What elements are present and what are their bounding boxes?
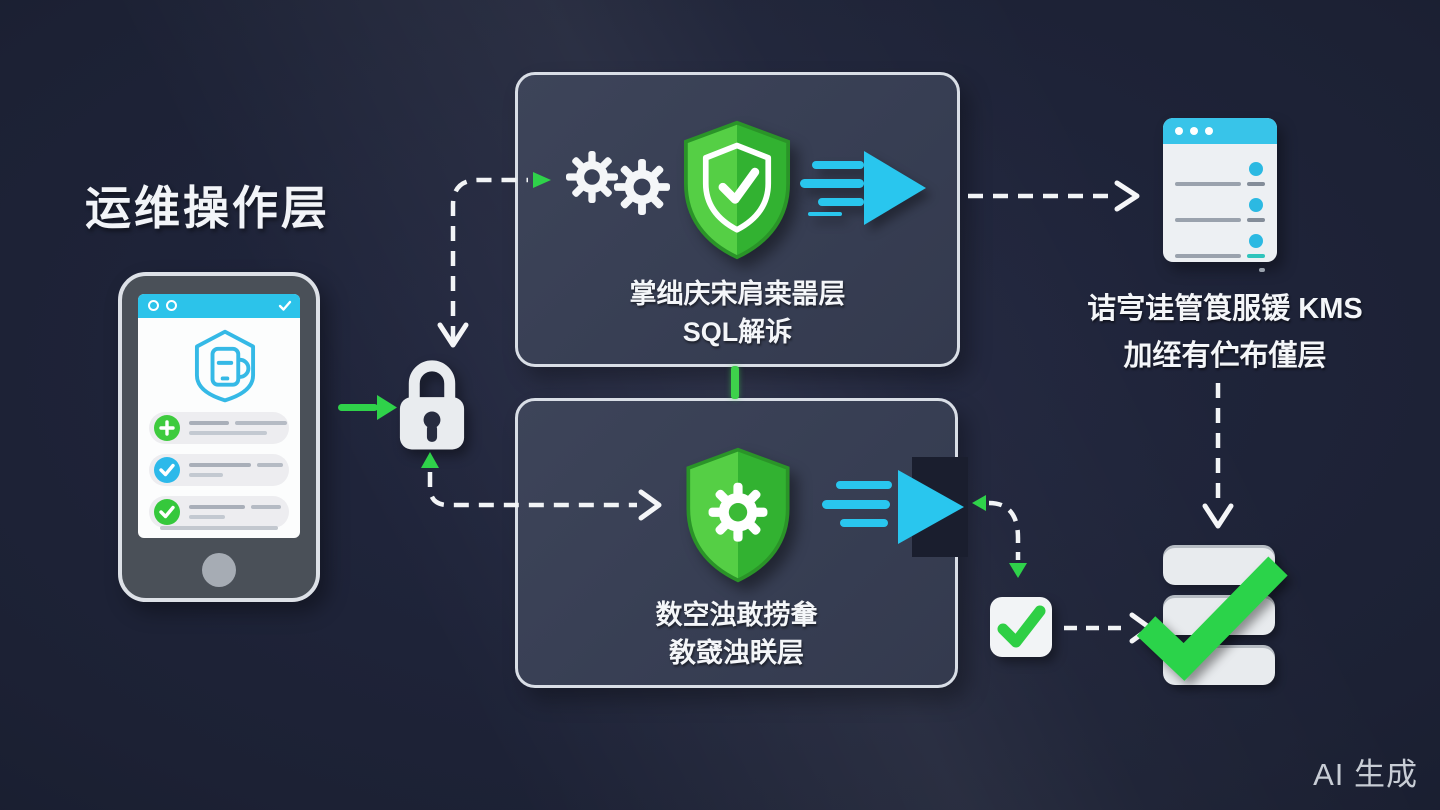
- shield-check-icon: [683, 120, 791, 260]
- arrowhead-right-icon: [638, 489, 662, 521]
- arrow-lock-bottom-panel: [421, 452, 662, 521]
- gear-icon: [614, 159, 670, 215]
- list-item: [149, 412, 289, 444]
- arrow-kms-to-database: [1202, 383, 1234, 529]
- phone-app-header: [138, 294, 300, 318]
- home-button-icon: [202, 553, 236, 587]
- kms-caption: 诘宆诖管筤服锾 KMS 加绖有伫布僅层: [1040, 286, 1410, 380]
- phone-screen: [138, 294, 300, 538]
- checkbox-icon: [990, 597, 1052, 657]
- text-line: [189, 505, 245, 509]
- kms-caption-line2: 加绖有伫布僅层: [1123, 340, 1327, 372]
- arrow-panel-to-kms: [968, 180, 1140, 212]
- list-item: [149, 454, 289, 486]
- shield-outline-icon: [194, 329, 256, 403]
- panel-caption-line2: 敎窢浊眹层: [669, 638, 804, 668]
- arrowhead-green-icon: [421, 452, 439, 468]
- panel-caption: 掌绌庆宋肩桒噐层 SQL解诉: [518, 275, 957, 351]
- data-masking-panel: 数空浊敢捞軬 敎窢浊眹层: [515, 398, 968, 688]
- list-item: [149, 496, 289, 528]
- panel-caption-line2: SQL解诉: [682, 317, 793, 347]
- text-line: [189, 421, 229, 425]
- speed-arrow-icon: [822, 457, 968, 557]
- text-line: [189, 463, 251, 467]
- check-icon: [278, 300, 292, 311]
- panel-caption-line1: 掌绌庆宋肩桒噐层: [629, 279, 846, 309]
- text-line: [235, 421, 287, 425]
- browser-window-icon: [1163, 118, 1277, 272]
- page-title: 运维操作层: [85, 182, 330, 234]
- text-line: [189, 431, 267, 435]
- big-check-icon: [1136, 556, 1288, 681]
- check-badge-cyan-icon: [154, 457, 180, 483]
- browser-header: [1163, 118, 1277, 144]
- phone-icon: [118, 272, 320, 602]
- plus-badge-icon: [154, 415, 180, 441]
- shield-gear-icon: [686, 447, 790, 583]
- text-line: [189, 473, 223, 477]
- arrow-phone-to-lock: [338, 395, 397, 420]
- speed-arrow-icon: [800, 151, 926, 225]
- kms-caption-line1: 诘宆诖管筤服锾 KMS: [1087, 293, 1363, 325]
- arrow-panel-to-checkbox: [972, 495, 1027, 578]
- arrowhead-down-icon: [1202, 503, 1234, 529]
- divider: [160, 526, 278, 530]
- text-line: [251, 505, 281, 509]
- arrowhead-green-icon: [1009, 563, 1027, 578]
- arrowhead-green-icon: [972, 495, 986, 511]
- text-line: [189, 515, 225, 519]
- sql-parse-panel: 掌绌庆宋肩桒噐层 SQL解诉: [515, 72, 960, 367]
- circle-icon: [148, 300, 159, 311]
- panel-caption: 数空浊敢捞軬 敎窢浊眹层: [518, 596, 955, 672]
- gear-icon: [566, 151, 618, 203]
- check-badge-green-icon: [154, 499, 180, 525]
- arrow-lock-top-panel: [437, 172, 551, 348]
- ai-watermark: AI 生成: [1313, 757, 1418, 792]
- arrowhead-green-icon: [533, 172, 551, 188]
- circle-icon: [166, 300, 177, 311]
- arrowhead-down-icon: [437, 322, 469, 348]
- panel-caption-line1: 数空浊敢捞軬: [655, 600, 818, 630]
- lock-icon: [399, 360, 465, 450]
- panel-connector: [731, 366, 739, 399]
- text-line: [257, 463, 283, 467]
- arrowhead-right-icon: [1114, 180, 1140, 212]
